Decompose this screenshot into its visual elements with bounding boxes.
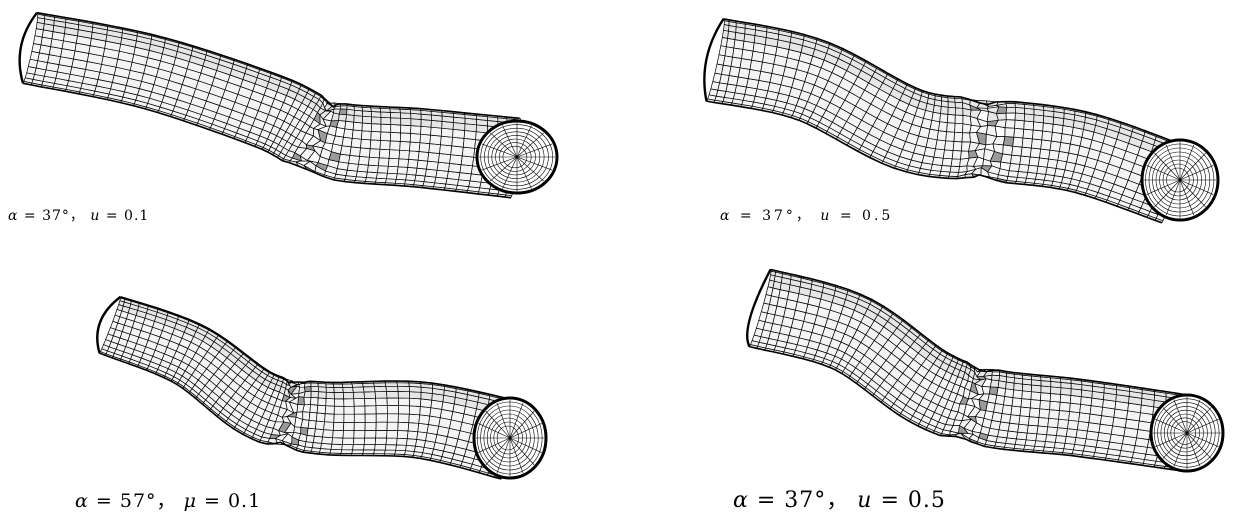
caption-c: α = 57°， μ = 0.1 [75,486,261,513]
tube-mesh-a [18,11,559,199]
caption-c-alpha-value: = 57°， [95,490,177,512]
caption-a-alpha-symbol: α [8,208,19,224]
caption-b-mu-value: = 0.5 [839,208,894,224]
tube-mesh-b [703,18,1220,224]
caption-b-alpha-symbol: α [720,208,733,224]
tube-panel-a [0,0,600,215]
caption-d-alpha-symbol: α [733,488,749,513]
tube-mesh-d [746,268,1225,473]
tube-panel-d [660,258,1233,478]
caption-d-alpha-value: = 37°， [756,488,850,513]
caption-b-alpha-value: = 37°， [739,208,813,224]
caption-a-alpha-value: = 37°， [23,208,85,224]
caption-d-mu-value: = 0.5 [880,488,946,513]
caption-b-mu-symbol: u [820,208,833,224]
caption-d: α = 37°， u = 0.5 [733,482,946,514]
caption-d-mu-symbol: u [857,488,873,513]
caption-c-alpha-symbol: α [75,490,89,512]
tube-panel-b [660,0,1233,224]
caption-b: α = 37°， u = 0.5 [720,205,893,225]
tube-mesh-c [96,295,548,480]
caption-a-mu-value: = 0.1 [105,208,150,224]
tube-panel-c [0,270,600,485]
caption-a: α = 37°， u = 0.1 [8,205,149,225]
caption-c-mu-value: = 0.1 [203,490,262,512]
caption-c-mu-symbol: μ [183,490,197,512]
caption-a-mu-symbol: u [90,208,101,224]
